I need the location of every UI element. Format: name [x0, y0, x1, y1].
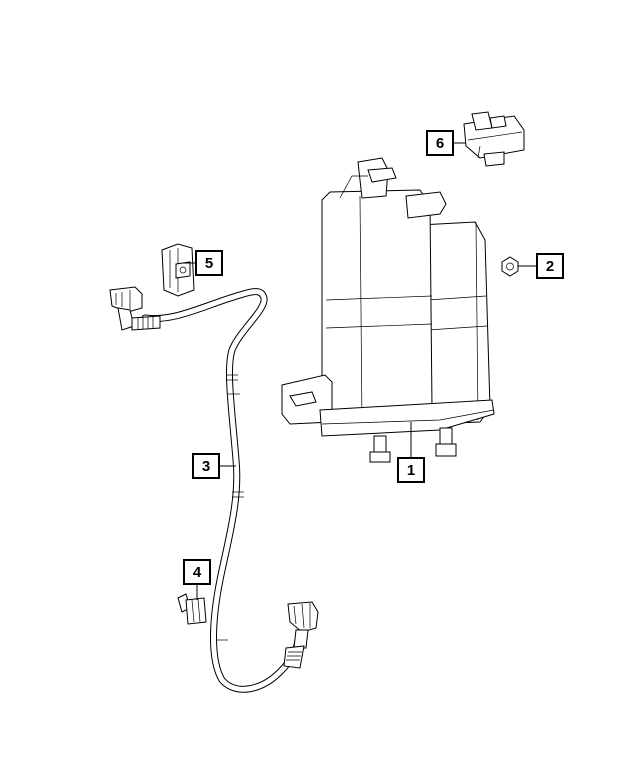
- callout-4: 4: [183, 559, 211, 585]
- hose-clip-icon: [177, 593, 207, 625]
- callout-6: 6: [426, 130, 454, 156]
- callout-4-label: 4: [193, 564, 202, 581]
- callout-3-label: 3: [202, 458, 210, 475]
- leader-lines: [183, 142, 537, 600]
- hose-assembly-icon: [109, 286, 319, 693]
- lower-connector: [283, 601, 319, 669]
- vent-valve-icon: [463, 111, 525, 167]
- callout-3: 3: [192, 453, 220, 479]
- callout-5: 5: [195, 250, 223, 276]
- callout-5-label: 5: [205, 255, 213, 272]
- hex-nut-icon: [501, 256, 519, 277]
- callout-2-label: 2: [546, 258, 554, 275]
- vapor-canister-icon: [281, 157, 495, 463]
- callout-2: 2: [536, 253, 564, 279]
- callout-1: 1: [397, 457, 425, 483]
- callout-1-label: 1: [407, 462, 415, 479]
- callout-6-label: 6: [436, 135, 444, 152]
- retainer-clip-icon: [161, 243, 195, 297]
- upper-connector: [109, 286, 161, 331]
